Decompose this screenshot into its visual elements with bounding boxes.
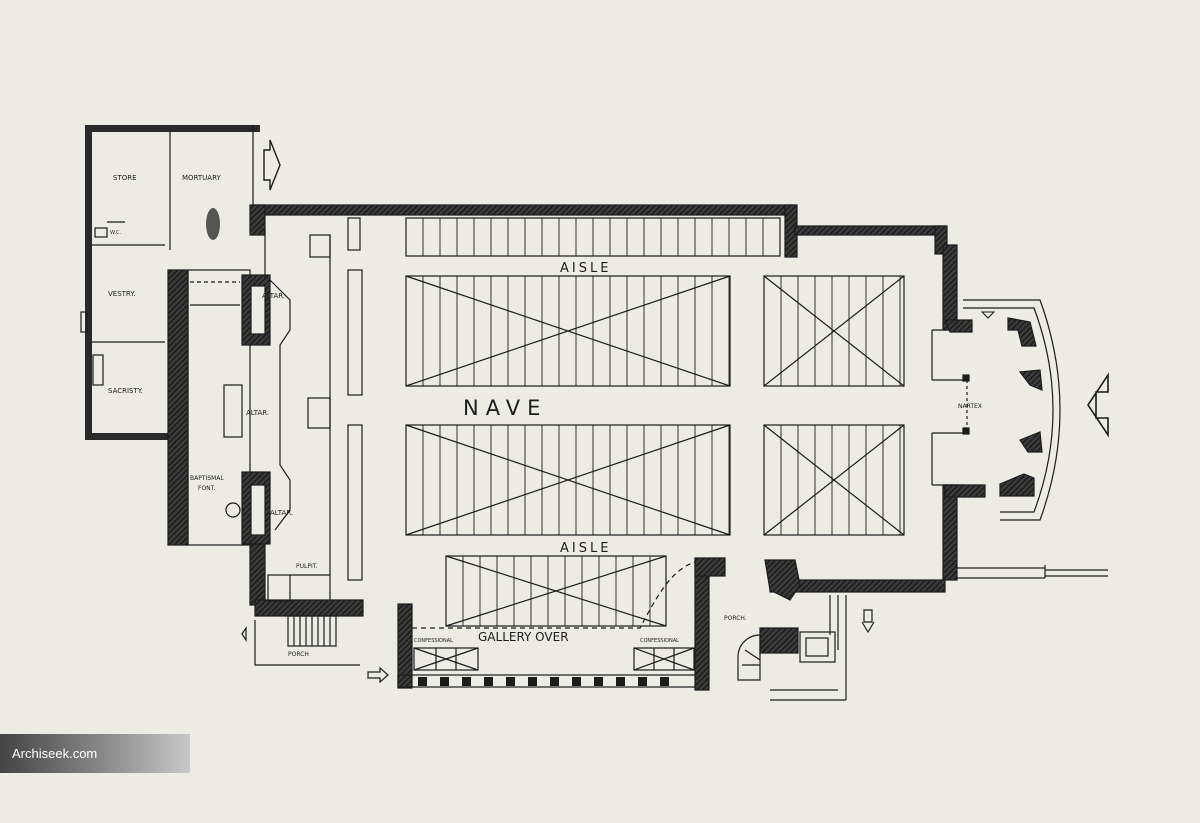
gallery-outline (412, 561, 696, 629)
pews-nave-lower-right (763, 424, 905, 536)
entry-arrow-left-porch-icon (241, 626, 389, 684)
bier-icon (206, 208, 220, 240)
pews-nave-upper-left (405, 275, 731, 387)
label-aisle-top: AISLE (560, 261, 611, 276)
label-altar-main: ALTAR. (246, 409, 269, 417)
chancel (187, 217, 363, 602)
label-altar-bottom: ALTAR. (270, 509, 293, 517)
confessional-right (633, 647, 695, 671)
label-porch-left: PORCH (288, 651, 309, 658)
confessional-left (413, 647, 479, 671)
label-gallery-over: GALLERY OVER (478, 630, 569, 644)
entry-arrow-bottom-right-icon (861, 609, 875, 634)
label-porch-right: PORCH. (724, 615, 747, 622)
pew-slats (422, 218, 901, 626)
label-mortuary: MORTUARY (182, 174, 222, 182)
entry-arrow-narthex-icon (980, 311, 996, 319)
label-narthex: NARTEX (958, 403, 982, 410)
watermark-banner: Archiseek.com (0, 734, 190, 773)
label-confessional-left: CONFESSIONAL (414, 638, 453, 644)
label-baptismal: BAPTISMAL (190, 475, 224, 482)
entry-arrow-right-icon (1087, 372, 1109, 438)
label-store: STORE (113, 174, 137, 182)
main-walls (167, 204, 958, 691)
label-font: FONT. (198, 485, 216, 492)
pews-bottom-aisle (445, 555, 667, 627)
porch-right (737, 565, 1108, 701)
front-buttresses (418, 677, 669, 686)
pews-nave-upper-right (763, 275, 905, 387)
pews-nave-lower-left (405, 424, 731, 536)
label-wc: W.C. (110, 230, 121, 236)
label-confessional-right: CONFESSIONAL (640, 638, 679, 644)
label-pulpit: PULPIT. (296, 563, 318, 570)
label-nave: NAVE (463, 396, 547, 420)
label-sacristy: SACRISTY. (108, 387, 143, 395)
entry-arrow-top-icon (263, 139, 281, 191)
porch-left (254, 615, 360, 666)
sacristy-block (80, 125, 260, 440)
label-vestry: VESTRY. (108, 290, 135, 298)
watermark-text: Archiseek.com (12, 746, 98, 761)
narthex (931, 299, 1061, 521)
label-altar-top: ALTAR. (262, 292, 285, 300)
label-aisle-bottom: AISLE (560, 541, 611, 556)
